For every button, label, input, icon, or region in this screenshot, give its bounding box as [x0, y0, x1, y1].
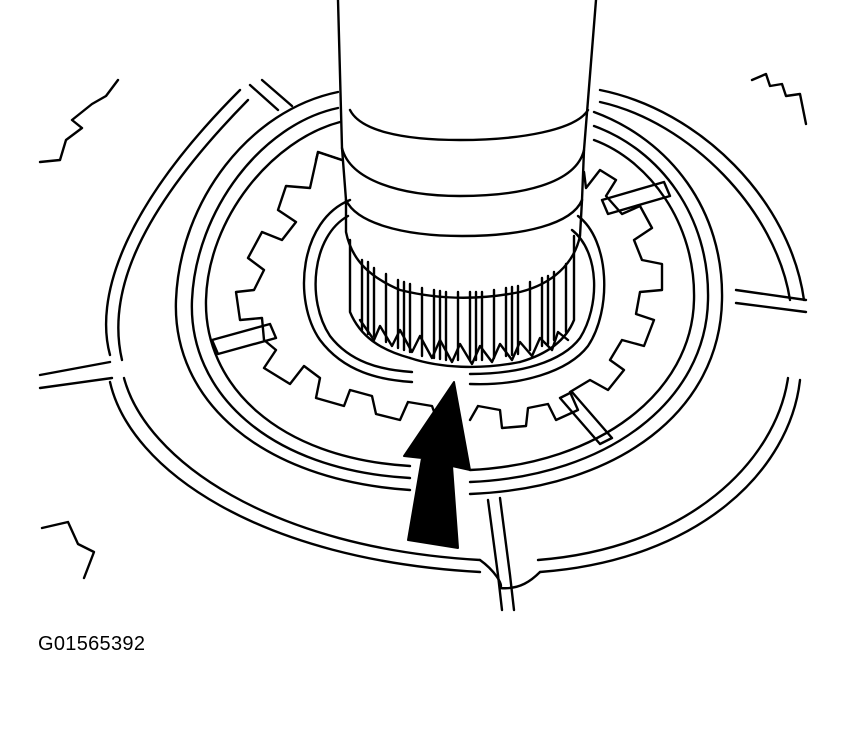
break-line-bottomleft: [40, 520, 96, 580]
splined-hub-icon: [344, 198, 584, 369]
mid-ring-icon: [174, 90, 724, 496]
inner-washer-icon: [302, 198, 606, 386]
outer-housing-plate-icon: [38, 78, 808, 612]
inner-gear-ring-icon: [210, 150, 672, 446]
figure-code: G01565392: [38, 633, 146, 655]
break-line-topright: [750, 72, 808, 126]
break-line-topleft: [38, 78, 120, 164]
indicator-arrow-icon: [403, 381, 471, 549]
shaft-icon: [336, 0, 598, 238]
